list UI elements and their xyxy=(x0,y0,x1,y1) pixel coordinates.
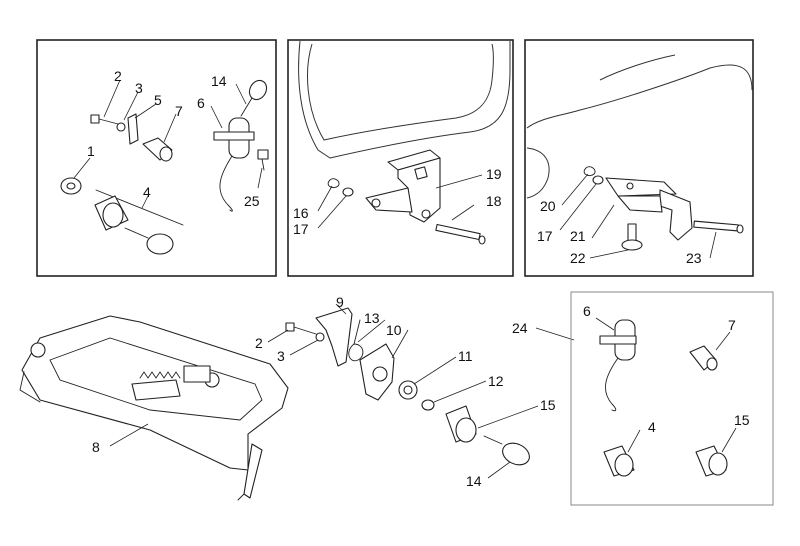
panel-top-right: 20 17 21 22 23 xyxy=(524,39,754,277)
lock-barrel-part xyxy=(695,445,728,477)
callout-9: 9 xyxy=(336,294,344,310)
lock-barrel-part xyxy=(689,345,718,371)
washer-part xyxy=(315,332,325,342)
washer-part xyxy=(342,187,354,197)
callout-4: 4 xyxy=(143,184,151,200)
clip-part xyxy=(327,178,340,189)
screw-part xyxy=(257,149,269,171)
lock-barrel-part xyxy=(445,405,477,443)
callout-15: 15 xyxy=(540,397,556,413)
callout-3: 3 xyxy=(135,80,143,96)
latch-plate-part xyxy=(359,343,395,401)
washer-part xyxy=(592,175,604,185)
seat-outline xyxy=(526,64,753,129)
nut-part xyxy=(60,177,82,195)
callout-23: 23 xyxy=(686,250,702,266)
callout-7: 7 xyxy=(728,317,736,333)
callout-18: 18 xyxy=(486,193,502,209)
lever-part xyxy=(315,307,353,367)
callout-20: 20 xyxy=(540,198,556,214)
callout-4: 4 xyxy=(648,419,656,435)
hinge-pin-part xyxy=(435,223,486,245)
callout-22: 22 xyxy=(570,250,586,266)
callout-2: 2 xyxy=(255,335,263,351)
hinge-bracket-part xyxy=(605,177,693,241)
washer-part xyxy=(421,399,435,411)
adjuster-knob-part xyxy=(621,223,643,251)
callout-24: 24 xyxy=(512,320,528,336)
seat-lock-part xyxy=(94,189,184,255)
nut-part xyxy=(398,380,418,400)
callout-5: 5 xyxy=(154,92,162,108)
bolt-part xyxy=(285,322,317,335)
hinge-bracket-part xyxy=(365,149,441,223)
bolt-part xyxy=(90,114,119,125)
callout-2: 2 xyxy=(114,68,122,84)
callout-7: 7 xyxy=(175,103,183,119)
spring-part xyxy=(131,365,211,401)
callout-13: 13 xyxy=(364,310,380,326)
seat-outline xyxy=(298,40,511,159)
spring-part xyxy=(348,319,364,362)
callout-10: 10 xyxy=(386,322,402,338)
callout-6: 6 xyxy=(197,95,205,111)
base-plate-part xyxy=(19,315,289,501)
washer-part xyxy=(116,122,126,132)
key-part xyxy=(240,79,268,117)
callout-6: 6 xyxy=(583,303,591,319)
callout-14: 14 xyxy=(466,473,482,489)
callout-8: 8 xyxy=(92,439,100,455)
callout-14: 14 xyxy=(211,73,227,89)
callout-16: 16 xyxy=(293,205,309,221)
callout-25: 25 xyxy=(244,193,260,209)
callout-21: 21 xyxy=(570,228,586,244)
main-assembly: 8 2 3 9 13 10 11 12 15 14 24 xyxy=(19,294,575,501)
callout-3: 3 xyxy=(277,348,285,364)
ignition-switch-part xyxy=(599,319,637,412)
hinge-pin-part xyxy=(693,220,744,234)
clip-part xyxy=(583,166,596,177)
bracket-part xyxy=(127,113,139,145)
callout-12: 12 xyxy=(488,373,504,389)
ignition-switch-part xyxy=(213,117,255,212)
callout-15: 15 xyxy=(734,412,750,428)
panel-bottom-inset: 6 7 4 15 xyxy=(570,291,774,506)
callout-1: 1 xyxy=(87,143,95,159)
callout-19: 19 xyxy=(486,166,502,182)
panel-top-middle: 16 17 18 19 xyxy=(287,39,514,277)
seat-lock-part xyxy=(603,445,635,477)
lock-barrel-part xyxy=(142,137,173,162)
key-part xyxy=(483,435,530,466)
callout-11: 11 xyxy=(458,348,473,364)
callout-17: 17 xyxy=(293,221,309,237)
callout-17: 17 xyxy=(537,228,553,244)
panel-top-left: 2 3 5 7 1 6 14 25 4 xyxy=(36,39,277,277)
